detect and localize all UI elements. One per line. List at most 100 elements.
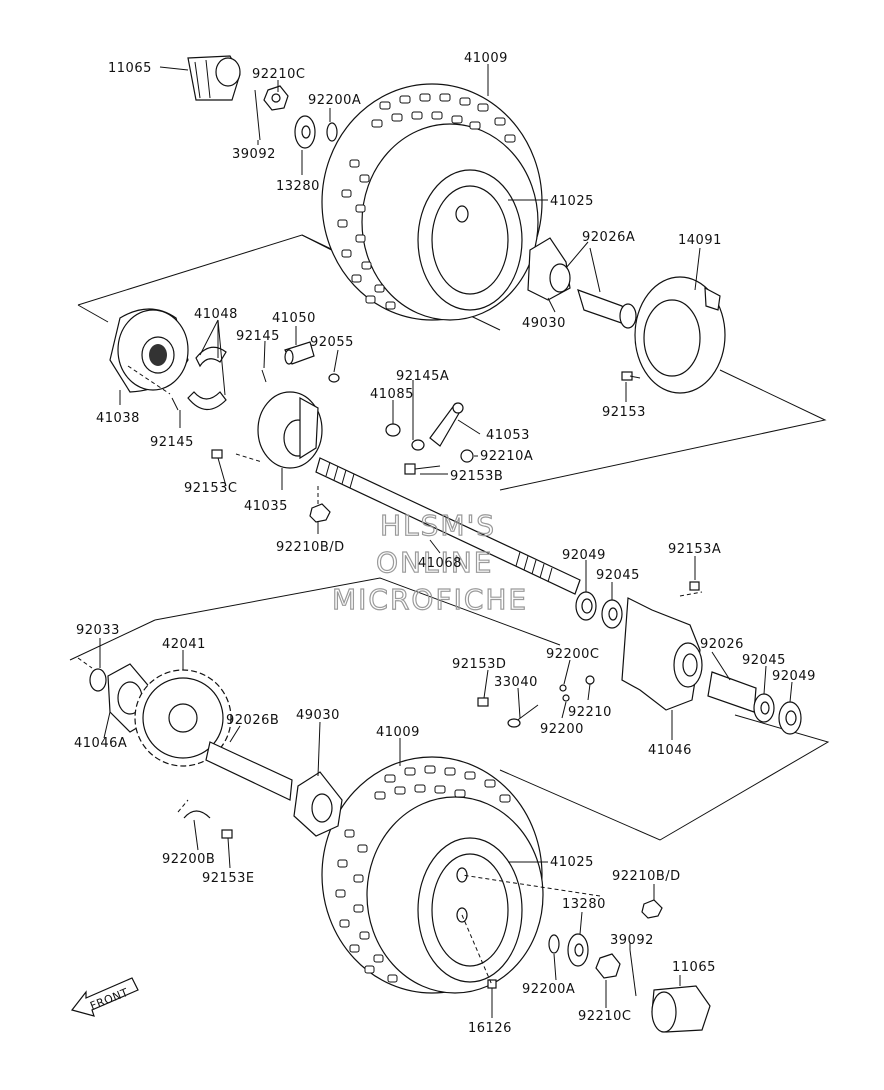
label-41046[interactable]: 41046 — [648, 743, 692, 758]
label-92153b[interactable]: 92153B — [450, 469, 503, 484]
valve-16126 — [487, 979, 497, 989]
label-92145-b[interactable]: 92145 — [150, 435, 194, 450]
brake-cover-14091 — [634, 276, 726, 394]
label-41046a[interactable]: 41046A — [74, 736, 127, 751]
cotter-pin-39092-top — [254, 89, 261, 141]
label-92145a[interactable]: 92145A — [396, 369, 449, 384]
bolt-92153a — [689, 581, 700, 591]
circlip-92033 — [89, 668, 107, 692]
nut-92210bd-top — [309, 503, 331, 523]
frame-edge — [77, 304, 109, 323]
label-41050[interactable]: 41050 — [272, 311, 316, 326]
label-92153d[interactable]: 92153D — [452, 657, 506, 672]
bearing-92045-lower — [753, 693, 775, 723]
label-11065-bottom[interactable]: 11065 — [672, 960, 716, 975]
label-13280-top[interactable]: 13280 — [276, 179, 320, 194]
label-92153[interactable]: 92153 — [602, 405, 646, 420]
label-92026a[interactable]: 92026A — [582, 230, 635, 245]
label-49030-top[interactable]: 49030 — [522, 316, 566, 331]
label-41025-top[interactable]: 41025 — [550, 194, 594, 209]
seal-92049-lower — [778, 701, 802, 735]
label-92045-b[interactable]: 92045 — [742, 653, 786, 668]
label-92210bd-top[interactable]: 92210B/D — [276, 540, 345, 555]
label-92200a-top[interactable]: 92200A — [308, 93, 361, 108]
frame-edge — [69, 619, 156, 661]
spring-92145-lower — [171, 397, 179, 411]
hub-49030-top — [527, 237, 571, 301]
label-39092-bottom[interactable]: 39092 — [610, 933, 654, 948]
label-92026[interactable]: 92026 — [700, 637, 744, 652]
sprocket-42041 — [134, 669, 232, 767]
brake-drum-41038 — [109, 308, 189, 393]
label-92153c[interactable]: 92153C — [184, 481, 237, 496]
label-92153e[interactable]: 92153E — [202, 871, 255, 886]
washer-92210a — [460, 449, 474, 463]
cotter-pin-39092-bottom — [629, 949, 637, 997]
label-11065-top[interactable]: 11065 — [108, 61, 152, 76]
watermark-line-2: ONLINE — [376, 546, 493, 579]
hub-49030-bottom — [293, 771, 343, 837]
label-33040[interactable]: 33040 — [494, 675, 538, 690]
washer-92200c — [559, 684, 567, 692]
washer-92200 — [562, 694, 570, 702]
label-92210a[interactable]: 92210A — [480, 449, 533, 464]
bolt-92153d — [477, 697, 489, 707]
label-92200b[interactable]: 92200B — [162, 852, 215, 867]
label-92026b[interactable]: 92026B — [226, 713, 279, 728]
label-92045-top[interactable]: 92045 — [596, 568, 640, 583]
label-39092-top[interactable]: 39092 — [232, 147, 276, 162]
label-49030-bottom[interactable]: 49030 — [296, 708, 340, 723]
washer-13280-top — [294, 115, 316, 149]
castle-nut-92210c-bottom — [595, 953, 621, 979]
label-14091[interactable]: 14091 — [678, 233, 722, 248]
label-41025-bottom[interactable]: 41025 — [550, 855, 594, 870]
brake-shoes-41048 — [187, 346, 227, 411]
cam-41050 — [284, 341, 315, 365]
label-41053[interactable]: 41053 — [486, 428, 530, 443]
label-92153a[interactable]: 92153A — [668, 542, 721, 557]
clip-92200b — [183, 810, 211, 819]
label-41009-top[interactable]: 41009 — [464, 51, 508, 66]
label-41085[interactable]: 41085 — [370, 387, 414, 402]
front-direction-arrow: FRONT — [70, 977, 139, 1017]
leader-lines — [99, 64, 793, 1018]
watermark-line-3: MICROFICHE — [332, 583, 528, 616]
bolt-92153b — [404, 463, 441, 475]
label-41068[interactable]: 41068 — [418, 556, 462, 571]
wheel-tire-top — [321, 83, 543, 321]
nut-92210 — [585, 675, 595, 685]
watermark: HLSM'S ONLINE MICROFICHE — [331, 508, 528, 616]
bolt-92153c — [211, 449, 223, 459]
label-92210c-bottom[interactable]: 92210C — [578, 1009, 631, 1024]
lower-assembly-frame — [154, 577, 561, 646]
label-92200c[interactable]: 92200C — [546, 647, 599, 662]
label-92200[interactable]: 92200 — [540, 722, 584, 737]
label-92055[interactable]: 92055 — [310, 335, 354, 350]
label-41048[interactable]: 41048 — [194, 307, 238, 322]
label-41035[interactable]: 41035 — [244, 499, 288, 514]
label-41038[interactable]: 41038 — [96, 411, 140, 426]
frame-edge — [499, 369, 827, 491]
label-42041[interactable]: 42041 — [162, 637, 206, 652]
washer-13280-bottom — [567, 933, 589, 967]
label-92200a-bottom[interactable]: 92200A — [522, 982, 575, 997]
label-13280-bottom[interactable]: 13280 — [562, 897, 606, 912]
castle-nut-92210c-top — [263, 85, 289, 111]
label-92049-b[interactable]: 92049 — [772, 669, 816, 684]
label-41009-bottom[interactable]: 41009 — [376, 725, 420, 740]
label-92033[interactable]: 92033 — [76, 623, 120, 638]
label-16126[interactable]: 16126 — [468, 1021, 512, 1036]
bearing-11065-top — [187, 55, 241, 101]
spacer-92026 — [707, 671, 757, 713]
bolt-33040 — [507, 704, 539, 728]
label-92210c-top[interactable]: 92210C — [252, 67, 305, 82]
label-92210[interactable]: 92210 — [568, 705, 612, 720]
bolt-92153 — [621, 371, 641, 381]
wheel-tire-bottom — [321, 756, 544, 994]
spacer-92026a — [577, 289, 637, 329]
label-92145-a[interactable]: 92145 — [236, 329, 280, 344]
label-92049-top[interactable]: 92049 — [562, 548, 606, 563]
label-92210bd-bottom[interactable]: 92210B/D — [612, 869, 681, 884]
